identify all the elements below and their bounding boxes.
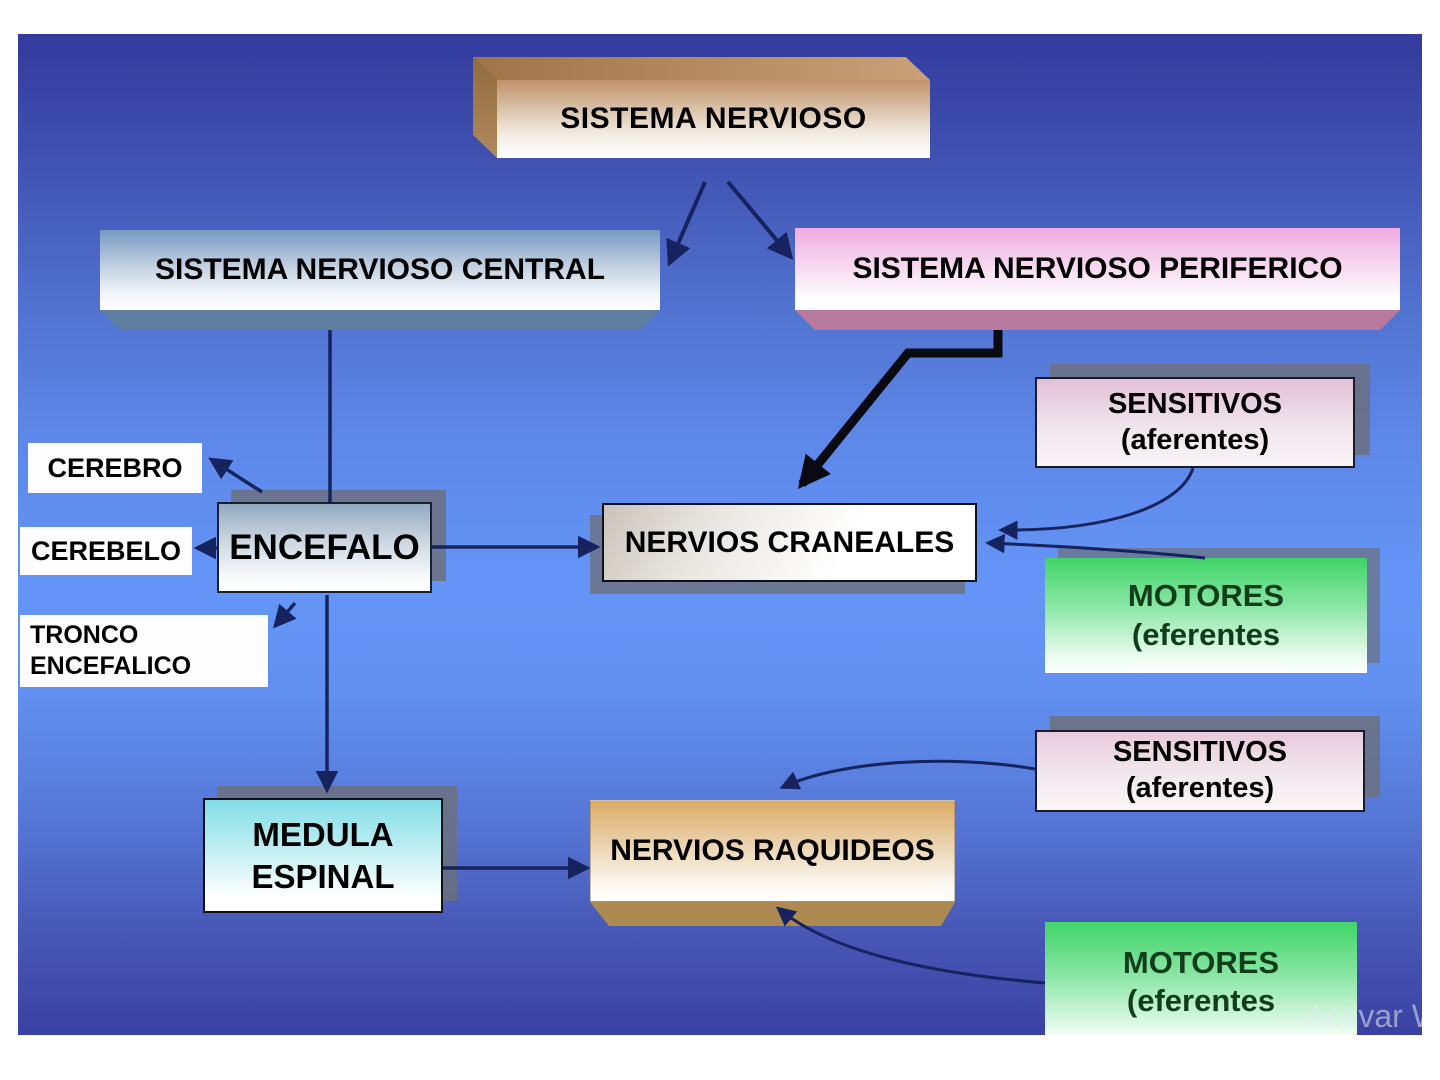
slide-canvas: SISTEMA NERVIOSO SISTEMA NERVIOSO CENTRA…: [18, 34, 1422, 1035]
node-motores-raquideos-line1: MOTORES: [1122, 945, 1280, 980]
node-sistema-nervioso-central: SISTEMA NERVIOSO CENTRAL: [100, 230, 660, 310]
node-motores-raquideos-line2: (eferentes: [1126, 983, 1276, 1019]
node-medula-espinal: MEDULA ESPINAL: [203, 798, 443, 913]
node-motores-craneales: MOTORES (eferentes: [1045, 558, 1367, 673]
node-motores-raquideos: MOTORES (eferentes: [1045, 922, 1357, 1035]
node-cerebro: CEREBRO: [28, 443, 202, 493]
snc-3d-bottom-bevel: [100, 310, 660, 330]
node-sensitivos-craneales: SENSITIVOS (aferentes): [1035, 377, 1355, 468]
activation-watermark-line1: Activar W: [1305, 998, 1422, 1034]
node-tronco-line2: ENCEFALICO: [30, 652, 192, 680]
curve-sensitivos1-to-craneales: [998, 467, 1195, 540]
node-sensitivos-raquideos-line2: (aferentes): [1125, 772, 1275, 804]
node-nervios-craneales: NERVIOS CRANEALES: [602, 503, 977, 582]
node-sensitivos-raquideos: SENSITIVOS (aferentes): [1035, 730, 1365, 812]
nervios-raquideos-3d-bottom-bevel: [590, 902, 955, 926]
sistema-nervioso-3d-top-bevel: [473, 57, 930, 80]
node-medula-line1: MEDULA: [252, 816, 394, 854]
activation-watermark: Activar W Ve a Confi: [1305, 998, 1422, 1035]
node-sistema-nervioso-label: SISTEMA NERVIOSO: [560, 102, 867, 135]
arrow-snp-to-craneales: [797, 330, 1003, 490]
arrow-encefalo-to-tronco: [273, 601, 297, 629]
curve-sensitivos2-to-raquideos: [779, 759, 1036, 790]
node-snc-label: SISTEMA NERVIOSO CENTRAL: [154, 253, 606, 286]
node-cerebelo-label: CEREBELO: [30, 535, 182, 566]
node-sensitivos-raquideos-line1: SENSITIVOS: [1112, 736, 1288, 769]
arrow-encefalo-to-cerebro: [208, 457, 263, 494]
node-nervios-craneales-label: NERVIOS CRANEALES: [624, 525, 955, 559]
node-tronco-encefalico: TRONCO ENCEFALICO: [20, 615, 268, 687]
node-nervios-raquideos: NERVIOS RAQUIDEOS: [590, 800, 955, 902]
node-sistema-nervioso: SISTEMA NERVIOSO: [497, 80, 930, 158]
node-cerebelo: CEREBELO: [20, 527, 192, 575]
node-sistema-nervioso-periferico: SISTEMA NERVIOSO PERIFERICO: [795, 228, 1400, 310]
node-encefalo: ENCEFALO: [217, 502, 432, 593]
node-motores-craneales-line1: MOTORES: [1127, 578, 1285, 614]
arrow-sn-to-snp: [726, 180, 794, 260]
node-tronco-line1: TRONCO: [30, 620, 139, 649]
arrow-sn-to-snc: [666, 181, 707, 267]
node-sensitivos-craneales-line1: SENSITIVOS: [1107, 387, 1283, 420]
node-medula-line2: ESPINAL: [251, 857, 395, 895]
node-nervios-raquideos-label: NERVIOS RAQUIDEOS: [610, 834, 935, 867]
node-sensitivos-craneales-line2: (aferentes): [1120, 423, 1270, 456]
snp-3d-bottom-bevel: [795, 310, 1400, 330]
node-motores-craneales-line2: (eferentes: [1131, 616, 1281, 652]
node-snp-label: SISTEMA NERVIOSO PERIFERICO: [852, 252, 1343, 285]
node-encefalo-label: ENCEFALO: [229, 527, 420, 567]
node-cerebro-label: CEREBRO: [47, 452, 183, 483]
curve-motores1-to-craneales: [985, 533, 1206, 560]
